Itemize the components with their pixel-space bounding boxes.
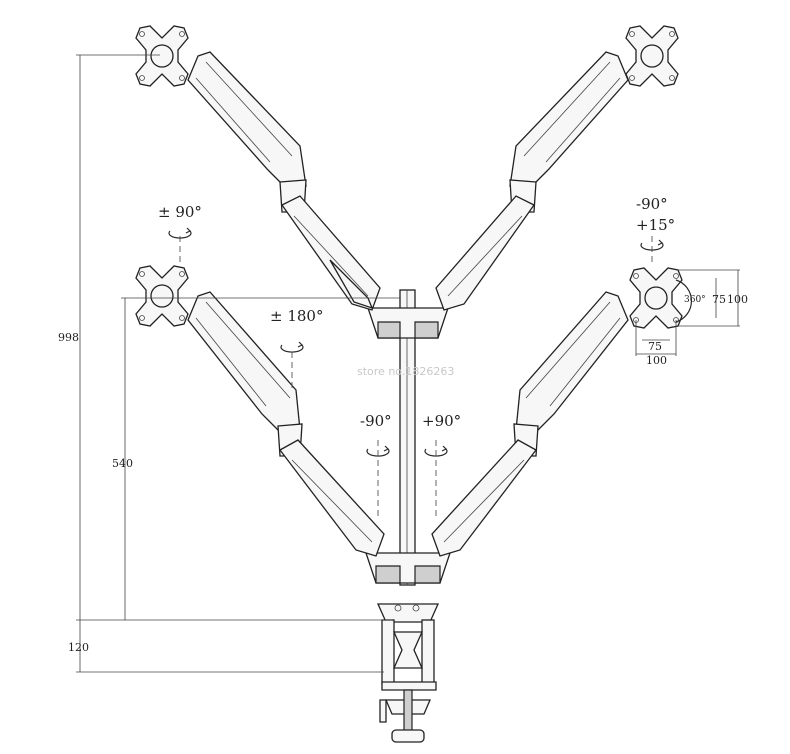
upper-left-arm (187, 51, 381, 311)
desk-clamp (376, 603, 440, 743)
lower-hub (365, 552, 451, 584)
lower-left-arm (187, 291, 385, 557)
dim-lower-arm-height: 540 (112, 457, 133, 470)
vesa-plate-upper-left (135, 25, 189, 87)
lower-right-arm (431, 291, 629, 557)
angle-base-plus90: +90° (422, 412, 461, 430)
rotate-arrow-icon (280, 341, 304, 353)
upper-right-arm (435, 51, 629, 311)
angle-base-minus90: -90° (360, 412, 392, 430)
angle-tilt-minus90: -90° (636, 195, 668, 213)
store-watermark: store no.1826263 (357, 365, 454, 378)
vesa-plate-upper-right (625, 25, 679, 87)
angle-swivel-pm180: ± 180° (270, 307, 323, 325)
angle-tilt-plus15: +15° (636, 216, 675, 234)
dim-vesa-h-75: 75 (648, 340, 662, 353)
vesa-plate-lower-right (629, 267, 683, 329)
upper-hub (367, 307, 449, 339)
angle-tilt-pm90: ± 90° (158, 203, 202, 221)
vesa-plate-lower-left (135, 265, 189, 327)
rotation-axes (179, 236, 653, 520)
dim-vesa-h-100: 100 (646, 354, 667, 367)
dim-vesa-rotation: 360° (684, 295, 706, 305)
center-pole (399, 289, 416, 586)
dim-vesa-100: 100 (727, 293, 748, 306)
dim-vesa-75: 75 (712, 293, 726, 306)
dim-total-height: 998 (58, 331, 79, 344)
dim-clamp-height: 120 (68, 641, 89, 654)
dimension-lines (76, 54, 740, 673)
